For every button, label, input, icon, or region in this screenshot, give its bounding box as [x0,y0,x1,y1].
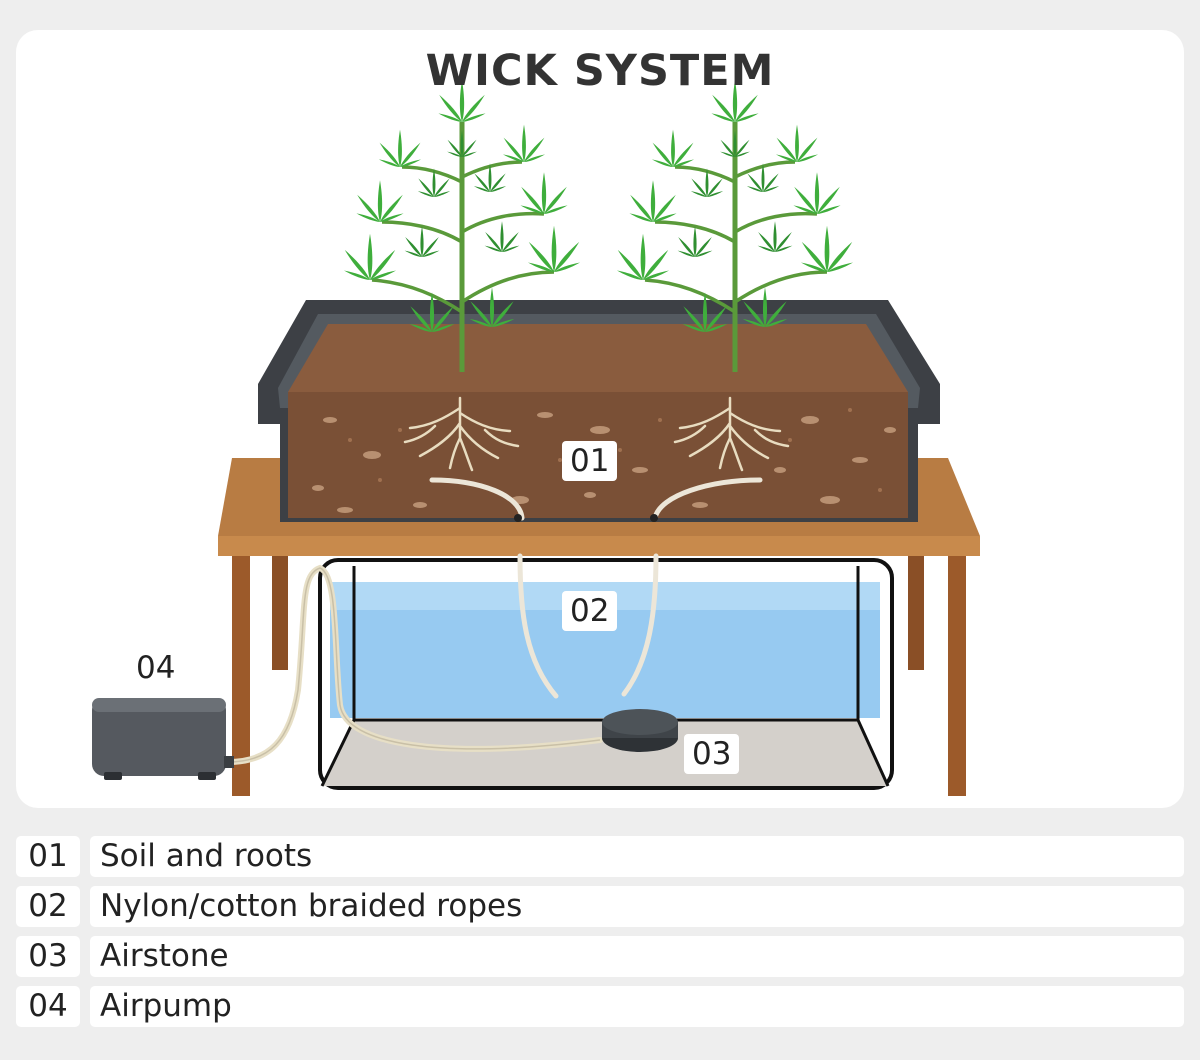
marker-ropes: 02 [562,591,618,631]
legend-row: 03 Airstone [16,936,1184,977]
table-back-leg-left [272,556,288,670]
marker-soil: 01 [562,441,618,481]
airstone [602,709,678,752]
marker-airstone: 03 [684,734,740,774]
marker-airpump: 04 [128,648,184,688]
legend-row: 02 Nylon/cotton braided ropes [16,886,1184,927]
grow-tray [258,300,940,522]
legend-number: 01 [16,836,80,877]
legend-row: 04 Airpump [16,986,1184,1027]
diagram-title: WICK SYSTEM [425,46,775,96]
legend-number: 02 [16,886,80,927]
legend-label: Nylon/cotton braided ropes [90,886,1184,927]
wick-ropes [429,477,763,699]
legend-label: Soil and roots [90,836,1184,877]
legend-row: 01 Soil and roots [16,836,1184,877]
legend-number: 03 [16,936,80,977]
wick-system-diagram [92,0,980,796]
legend-label: Airstone [90,936,1184,977]
legend-label: Airpump [90,986,1184,1027]
legend-number: 04 [16,986,80,1027]
table-back-leg-right [908,556,924,670]
airpump [92,698,234,780]
